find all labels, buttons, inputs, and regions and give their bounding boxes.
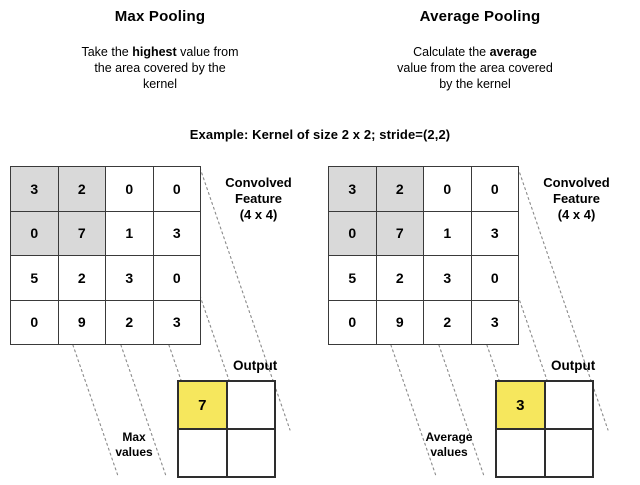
output-cell [227,430,276,478]
desc-text-part: Take the [81,45,133,59]
matrix-cell: 5 [11,256,59,301]
feature-label-line: (4 x 4) [557,207,596,222]
matrix-cell: 3 [329,167,377,212]
matrix-cell: 0 [329,300,377,345]
matrix-cell: 0 [11,211,59,256]
matrix-cell: 2 [424,300,472,345]
matrix-cell: 7 [58,211,106,256]
matrix-cell: 5 [329,256,377,301]
output-cell [179,430,228,478]
panel-title-average-pooling: Average Pooling [419,8,541,25]
matrix-cell: 2 [58,256,106,301]
matrix-cell: 3 [106,256,154,301]
matrix-cell: 2 [376,167,424,212]
convolved-feature-label-average: Convolved Feature (4 x 4) [524,175,629,223]
desc-text-part: kernel [142,77,178,91]
output-cell [545,430,594,478]
feature-label-line: Convolved [543,175,610,190]
matrix-cell: 0 [471,256,519,301]
desc-text-emphasis: highest [132,45,177,59]
feature-label-line: Convolved [225,175,292,190]
matrix-cell: 3 [424,256,472,301]
output-matrix-max: 7 [177,380,276,478]
matrix-cell: 7 [376,211,424,256]
matrix-cell: 0 [329,211,377,256]
matrix-cell: 0 [424,167,472,212]
desc-text-part: value from [176,45,239,59]
matrix-cell: 1 [106,211,154,256]
matrix-cell: 9 [376,300,424,345]
side-label-line: Average [425,430,473,444]
matrix-cell: 0 [153,256,201,301]
output-cell: 3 [497,382,546,430]
example-parameters-line: Example: Kernel of size 2 x 2; stride=(2… [189,127,451,142]
side-label-line: values [430,445,468,459]
matrix-cell: 1 [424,211,472,256]
matrix-cell: 2 [376,256,424,301]
matrix-cell: 3 [153,300,201,345]
panel-title-max-pooling: Max Pooling [114,8,206,25]
feature-label-line: (4 x 4) [239,207,278,222]
matrix-cell: 3 [153,211,201,256]
matrix-cell: 2 [106,300,154,345]
convolved-feature-label-max: Convolved Feature (4 x 4) [206,175,311,223]
output-label-max: Output [233,358,278,373]
matrix-cell: 2 [58,167,106,212]
panel-description-max-pooling: Take the highest value from the area cov… [30,44,290,92]
feature-label-line: Feature [553,191,600,206]
convolved-feature-matrix-max: 3 2 0 0 0 7 1 3 5 2 3 0 0 9 2 3 [10,166,201,345]
side-label-line: Max [122,430,146,444]
matrix-cell: 9 [58,300,106,345]
desc-text-part: by the kernel [439,77,511,91]
desc-text-part: the area covered by the [94,61,226,75]
matrix-cell: 3 [11,167,59,212]
output-cell [497,430,546,478]
output-side-label-max: Max values [96,430,172,460]
panel-description-average-pooling: Calculate the average value from the are… [340,44,610,92]
output-matrix-average: 3 [495,380,594,478]
feature-label-line: Feature [235,191,282,206]
matrix-cell: 3 [471,211,519,256]
matrix-cell: 0 [11,300,59,345]
matrix-cell: 0 [153,167,201,212]
matrix-cell: 0 [106,167,154,212]
side-label-line: values [115,445,153,459]
output-cell: 7 [179,382,228,430]
output-side-label-average: Average values [408,430,490,460]
output-label-average: Output [551,358,596,373]
matrix-cell: 0 [471,167,519,212]
convolved-feature-matrix-average: 3 2 0 0 0 7 1 3 5 2 3 0 0 9 2 3 [328,166,519,345]
desc-text-emphasis: average [489,45,537,59]
desc-text-part: value from the area covered [397,61,553,75]
output-cell [545,382,594,430]
desc-text-part: Calculate the [413,45,490,59]
output-cell [227,382,276,430]
matrix-cell: 3 [471,300,519,345]
